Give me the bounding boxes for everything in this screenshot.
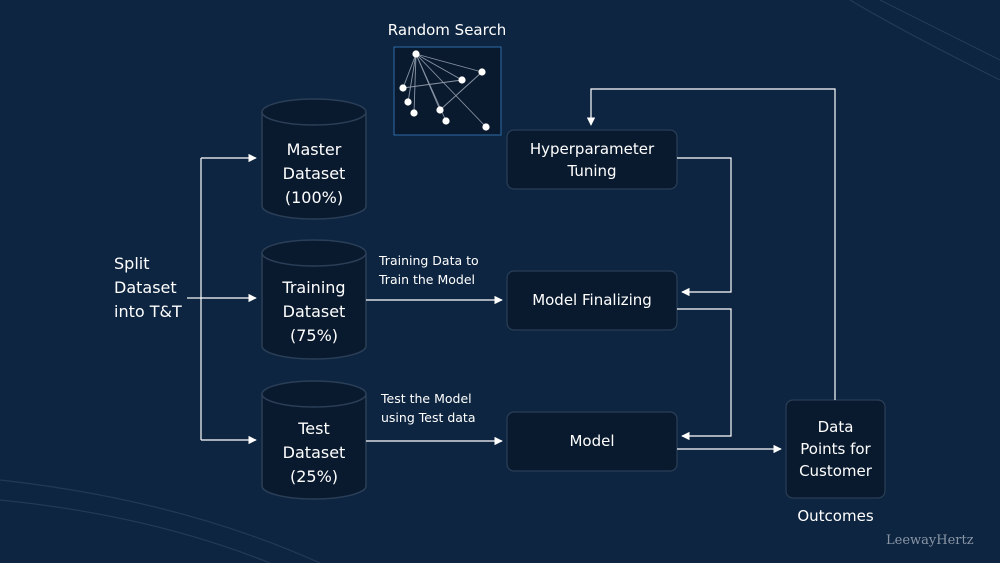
test-dataset-label: Test Dataset (25%) (262, 417, 366, 489)
arrow-finalizing-to-model (677, 308, 732, 441)
training-note-line-2: Train the Model (379, 272, 475, 287)
data-points-line-1: Data (817, 418, 854, 436)
training-dataset-cylinder (261, 239, 367, 360)
test-data-note: Test the Model using Test data (381, 389, 475, 427)
arrow-tuning-to-finalizing (677, 157, 732, 297)
training-dataset-label: Training Dataset (75%) (262, 276, 366, 348)
model-finalizing-box (506, 270, 678, 331)
test-dataset-cylinder (261, 380, 367, 500)
model-finalizing-label: Model Finalizing (532, 291, 652, 309)
hyperparameter-tuning-label: Hyperparameter Tuning (507, 138, 677, 182)
model-box (506, 411, 678, 472)
training-note-line-1: Training Data to (379, 253, 479, 268)
training-line-1: Training (282, 278, 346, 297)
brand-watermark: LeewayHertz (886, 533, 974, 548)
training-data-note: Training Data to Train the Model (379, 251, 479, 289)
test-note-line-2: using Test data (381, 410, 476, 425)
model-label: Model (569, 432, 615, 450)
test-line-3: (25%) (289, 467, 339, 486)
training-line-2: Dataset (282, 302, 346, 321)
outcomes-label: Outcomes (797, 507, 874, 525)
test-note-line-1: Test the Model (381, 391, 472, 406)
master-line-2: Dataset (282, 164, 346, 183)
hyperparameter-line-2: Tuning (567, 162, 617, 180)
hyperparameter-tuning-box (506, 129, 678, 190)
master-dataset-cylinder (261, 98, 367, 220)
random-search-title: Random Search (387, 21, 507, 39)
hyperparameter-line-1: Hyperparameter (529, 140, 655, 158)
master-dataset-label: Master Dataset (100%) (262, 138, 366, 210)
split-label: Split Dataset into T&T (114, 252, 182, 324)
data-points-label: Data Points for Customer (786, 416, 885, 482)
split-line-3: into T&T (114, 302, 182, 321)
test-line-2: Dataset (282, 443, 346, 462)
random-search-graph (393, 46, 502, 136)
data-points-line-2: Points for (800, 440, 871, 458)
arrow-feedback-to-tuning (586, 88, 836, 400)
split-line-1: Split (114, 254, 150, 273)
training-line-3: (75%) (289, 326, 339, 345)
test-line-1: Test (298, 419, 330, 438)
master-line-1: Master (286, 140, 342, 159)
split-line-2: Dataset (114, 278, 177, 297)
data-points-line-3: Customer (799, 462, 872, 480)
master-line-3: (100%) (284, 188, 344, 207)
